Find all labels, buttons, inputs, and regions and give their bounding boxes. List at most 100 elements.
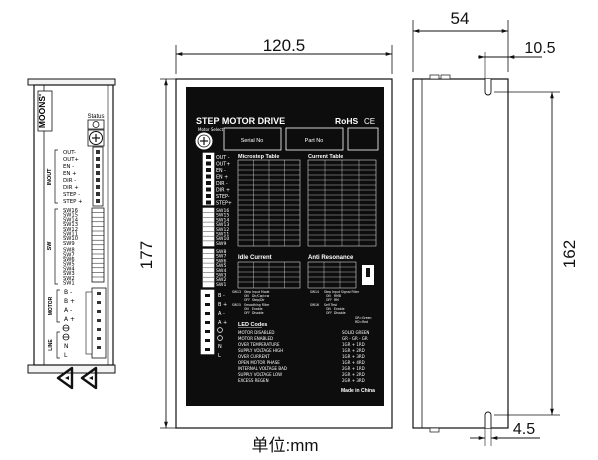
status-label: Status: [87, 114, 104, 120]
note-text: ON: [326, 307, 331, 311]
note-text: RM: [334, 298, 339, 302]
inout-pin-labels: OUT- OUT+ EN - EN + DIR - DIR + STEP - S…: [63, 150, 83, 205]
io-label: STEP-: [216, 194, 230, 200]
pin-label: N: [64, 343, 69, 350]
note-text: Step Input Signal Filter: [324, 290, 360, 294]
motor-group-label: MOTOR: [48, 296, 54, 315]
pin-label: SW8: [63, 248, 75, 254]
ground-icon: [217, 327, 223, 341]
status-led-icon: [92, 121, 100, 128]
height-dimension: 177: [137, 78, 182, 429]
pin-label: STEP +: [63, 199, 83, 205]
sw-panel-labels-lower: SW8 SW7 SW6 SW5 SW4 SW3 SW2 SW1: [216, 249, 226, 288]
led-row-code: 1GR + 2RD: [342, 348, 365, 353]
top-mounting-slot-icon: [484, 79, 492, 96]
sw-label: SW9: [216, 241, 226, 247]
power-label: A +: [218, 320, 227, 326]
dip-switch-lower: [202, 248, 215, 288]
led-row-name: MOTOR DISABLED: [238, 330, 274, 335]
motor-pin-labels: B - B + A - A +: [64, 289, 75, 323]
led-row-name: INTERNAL VOLTAGE BAD: [238, 366, 287, 371]
microstep-table-lines: [238, 160, 300, 246]
led-row-code: GR - GR - GR: [342, 336, 368, 341]
led-row-name: MOTOR ENABLED: [238, 336, 273, 341]
bottom-mounting-slot-icon: [484, 411, 492, 428]
current-table-lines: [308, 160, 376, 246]
io-label: DIR +: [216, 188, 230, 194]
ce-mark: CE: [364, 117, 375, 126]
microstep-table-title: Microstep Table: [238, 154, 279, 160]
current-table-title: Current Table: [308, 154, 343, 160]
sw-label: SW16: [216, 208, 229, 214]
led-row-code: 1GR + 3RD: [342, 354, 365, 359]
pin-label: EN -: [63, 164, 74, 170]
note-text: Disable: [334, 311, 346, 315]
note-text: Smoothing Filter: [244, 303, 270, 307]
pin-label: B +: [64, 298, 75, 305]
io-panel-labels: OUT - OUT+ EN - EN + DIR - DIR + STEP- S…: [216, 155, 232, 207]
dip-switch-lower-slots: [203, 253, 214, 283]
led-row-name: SUPPLY VOLTAGE HIGH: [238, 348, 283, 353]
io-label: OUT+: [216, 162, 230, 168]
led-row-name: EXCESS REGEN: [238, 378, 269, 383]
anti-resonance-lines: [308, 262, 356, 288]
pin-label: SW9: [63, 241, 75, 247]
note-text: SW13: [232, 290, 241, 294]
io-terminal-strip: [202, 152, 215, 206]
led-code-rows: MOTOR DISABLED SOLID GREEN MOTOR ENABLED…: [238, 330, 369, 383]
inout-group-label: INOUT: [47, 168, 53, 185]
note-text: OFF: [244, 311, 250, 315]
pin-label: SW14: [63, 217, 79, 223]
pin-label: SW6: [63, 257, 75, 263]
note-text: ON: [244, 294, 249, 298]
note-text: OFF: [326, 311, 332, 315]
power-label: B +: [218, 302, 227, 308]
power-label: L: [218, 353, 221, 359]
label-panel: [186, 87, 384, 406]
pin-label: OUT+: [63, 157, 79, 163]
sw-label: SW10: [216, 236, 229, 242]
pin-label: B -: [64, 289, 72, 296]
sw-group-label: SW: [47, 241, 53, 251]
depth-view: 54 10.5 162 4.5: [412, 9, 579, 446]
led-row-name: SUPPLY VOLTAGE LOW: [238, 372, 282, 377]
pin-label: SW16: [63, 208, 78, 214]
pin-label: SW12: [63, 227, 78, 233]
note-text: Self Test: [324, 303, 338, 307]
dip-switch-slots: [92, 212, 104, 278]
sw-label: SW14: [216, 217, 229, 223]
pin-label: STEP -: [63, 192, 80, 198]
width-value: 120.5: [263, 36, 306, 55]
sw-label: SW6: [216, 258, 226, 264]
sw-label: SW13: [216, 222, 229, 228]
idle-current-lines: [238, 262, 300, 288]
idle-current-title: Idle Current: [238, 255, 272, 261]
sw-label: SW8: [216, 249, 226, 255]
pin-label: SW7: [63, 252, 75, 258]
anti-notes: SW14 Step Input Signal Filter ON RMB OFF…: [310, 290, 372, 324]
panel-title: STEP MOTOR DRIVE: [196, 116, 285, 126]
note-text: SW15: [232, 303, 241, 307]
note-text: Enable: [252, 307, 263, 311]
height-value: 177: [137, 241, 156, 269]
led-row-code: 2GR + 3RD: [342, 378, 365, 383]
io-label: OUT -: [216, 155, 230, 161]
note-text: Dir/Cw/ccw: [252, 294, 270, 298]
note-text: SW16: [310, 303, 319, 307]
inner-height-value: 162: [560, 240, 579, 268]
part-no-box: [285, 127, 344, 151]
led-row-name: OVER TEMPERATURE: [238, 342, 280, 347]
pin-label: SW13: [63, 222, 78, 228]
sw-label: SW4: [216, 268, 226, 274]
top-connector-bumps: [429, 74, 451, 80]
note-text: Step Input Mode: [244, 290, 270, 294]
pin-label: SW2: [63, 276, 75, 282]
sw-label: SW11: [216, 232, 229, 238]
led-row-code: SOLID GREEN: [342, 330, 369, 335]
pin-label: A +: [64, 316, 75, 323]
ground-icon: [62, 324, 70, 341]
pin-label: EN +: [63, 171, 77, 177]
sw-label: SW3: [216, 273, 226, 279]
io-label: STEP+: [216, 201, 232, 207]
